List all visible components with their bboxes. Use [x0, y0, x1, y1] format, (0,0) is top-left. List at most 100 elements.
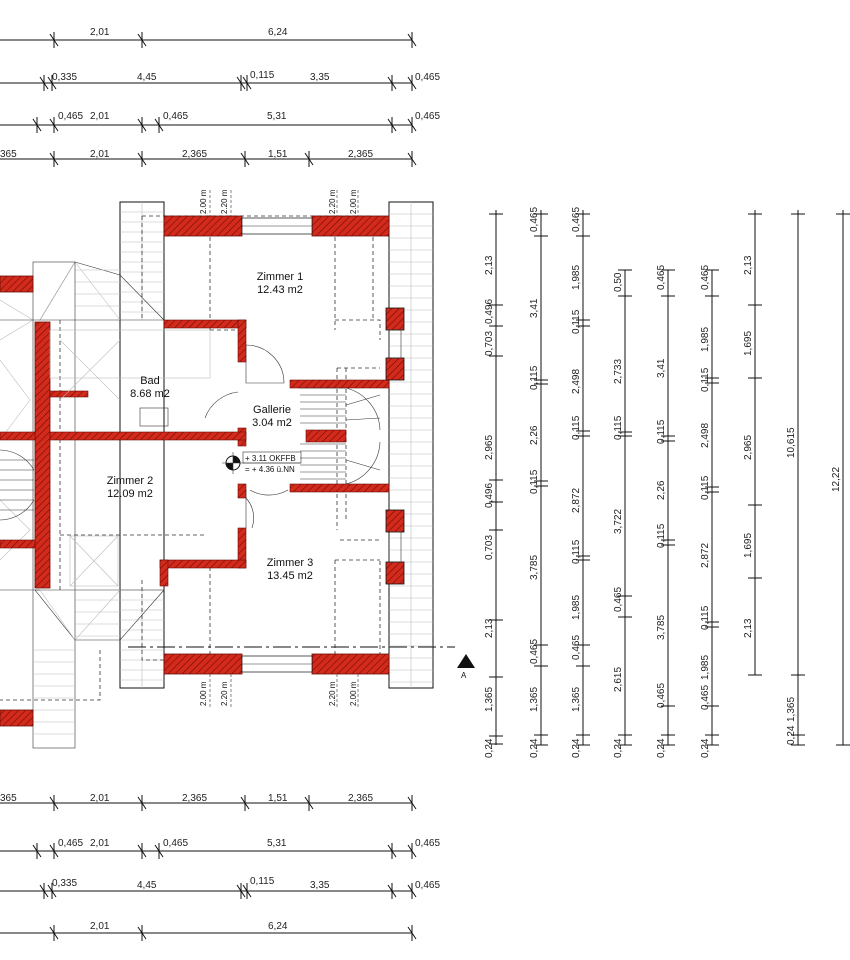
- room-name-bad: Bad: [140, 375, 160, 387]
- dim-label: 0,465: [415, 111, 440, 122]
- dim-label: 0,24: [656, 738, 667, 758]
- dim-label: 1,51: [268, 149, 288, 160]
- dim-label: 0,24: [571, 738, 582, 758]
- dim-label: 2,733: [613, 359, 624, 384]
- dim-label: 1,985: [700, 327, 711, 352]
- vertical-dimension-labels: 2,13 0,496 0,703 2,965 0,496 0,703 2,13 …: [484, 207, 842, 758]
- dim-label: 365: [0, 149, 17, 160]
- dim-label: 0,115: [571, 309, 582, 334]
- dim-label: 2,01: [90, 838, 110, 849]
- dim-label: 0,465: [415, 838, 440, 849]
- dim-label: 0,496: [484, 299, 495, 324]
- dim-label: 0,115: [700, 475, 711, 500]
- level-marker: [222, 451, 302, 474]
- dim-label: 10,615: [786, 427, 797, 458]
- dim-label: 0,115: [656, 523, 667, 548]
- opening-label: 2.20 m: [220, 681, 229, 706]
- dim-label: 2,965: [484, 435, 495, 460]
- dim-label: 3,722: [613, 509, 624, 534]
- dim-label: 0,465: [529, 207, 540, 232]
- dim-label: 0,465: [700, 265, 711, 290]
- dim-label: 1,695: [743, 331, 754, 356]
- dim-label: 0,115: [700, 367, 711, 392]
- dim-label: 2,872: [571, 488, 582, 513]
- room-area-gallerie: 3.04 m2: [252, 417, 292, 429]
- room-area-zimmer-3: 13.45 m2: [267, 570, 313, 582]
- dim-label: 0,465: [656, 683, 667, 708]
- dim-label: 0,465: [163, 111, 188, 122]
- dim-label: 0,115: [656, 419, 667, 444]
- dim-label: 2,498: [700, 423, 711, 448]
- dim-label: 1,985: [571, 595, 582, 620]
- dim-label: 0,465: [656, 265, 667, 290]
- dim-label: 2,01: [90, 111, 110, 122]
- opening-label: 2.00 m: [199, 189, 208, 214]
- dim-label: 2,26: [529, 425, 540, 445]
- vertical-dimension-chains: [489, 210, 850, 746]
- stair-and-fixtures: [0, 329, 381, 587]
- dim-label: 3,785: [656, 615, 667, 640]
- dim-label: 5,31: [267, 111, 287, 122]
- dim-label: 2,965: [743, 435, 754, 460]
- opening-label: 2.20 m: [220, 189, 229, 214]
- dim-label: 0,465: [415, 880, 440, 891]
- level-marker-okffb: + 3.11 OKFFB: [245, 454, 296, 463]
- dim-label: 0,115: [700, 605, 711, 630]
- dim-label: 5,31: [267, 838, 287, 849]
- dimension-chains-bottom: [0, 795, 417, 941]
- room-area-bad: 8.68 m2: [130, 388, 170, 400]
- dim-label: 0,24: [786, 725, 797, 745]
- dim-label: 0,24: [700, 738, 711, 758]
- dim-label: 1,51: [268, 793, 288, 804]
- dim-label: 2,365: [348, 793, 373, 804]
- room-name-zimmer-2: Zimmer 2: [107, 475, 153, 487]
- dim-label: 0,115: [571, 539, 582, 564]
- dim-label: 1,365: [786, 697, 797, 722]
- dim-label: 4,45: [137, 880, 157, 891]
- opening-label: 2.20 m: [328, 189, 337, 214]
- dim-label: 1,365: [571, 687, 582, 712]
- dim-label: 2,13: [743, 255, 754, 275]
- opening-label: 2.00 m: [199, 681, 208, 706]
- room-name-zimmer-1: Zimmer 1: [257, 271, 303, 283]
- dim-label: 4,45: [137, 72, 157, 83]
- dim-label: 0,115: [250, 70, 275, 81]
- dim-label: 12,22: [831, 467, 842, 492]
- dim-label: 0,335: [52, 878, 77, 889]
- dim-label: 0,465: [58, 111, 83, 122]
- dim-label: 3,41: [656, 358, 667, 378]
- dim-label: 3,35: [310, 880, 330, 891]
- dim-label: 0,465: [613, 587, 624, 612]
- dim-label: 2,01: [90, 793, 110, 804]
- dim-label: 0,24: [613, 738, 624, 758]
- dim-label: 6,24: [268, 27, 288, 38]
- dimension-chains-top-labels: 2,01 6,24 0,335 4,45 0,115 3,35 0,465 0,…: [0, 27, 440, 160]
- dim-label: 0,24: [484, 738, 495, 758]
- dim-label: 0,465: [571, 635, 582, 660]
- dim-label: 365: [0, 793, 17, 804]
- dim-label: 0,465: [58, 838, 83, 849]
- dim-label: 2,13: [743, 618, 754, 638]
- dim-label: 2,498: [571, 369, 582, 394]
- room-area-zimmer-1: 12.43 m2: [257, 284, 303, 296]
- dim-label: 0,465: [415, 72, 440, 83]
- dim-label: 2,365: [348, 149, 373, 160]
- room-area-zimmer-2: 12.09 m2: [107, 488, 153, 500]
- section-line-a: [128, 646, 475, 668]
- dim-label: 2,872: [700, 543, 711, 568]
- dim-label: 2,365: [182, 149, 207, 160]
- dim-label: 0,115: [571, 415, 582, 440]
- dim-label: 0,115: [529, 365, 540, 390]
- dim-label: 0,465: [700, 685, 711, 710]
- dim-label: 3,41: [529, 298, 540, 318]
- dim-label: 2,615: [613, 667, 624, 692]
- dim-label: 0,115: [613, 415, 624, 440]
- dim-label: 0,465: [529, 639, 540, 664]
- dim-label: 0,335: [52, 72, 77, 83]
- room-name-gallerie: Gallerie: [253, 404, 291, 416]
- room-labels: Zimmer 1 12.43 m2 Bad 8.68 m2 Gallerie 3…: [107, 271, 313, 582]
- dim-label: 0,496: [484, 483, 495, 508]
- level-marker-nn: = + 4.36 ü.NN: [245, 465, 295, 474]
- dim-label: 1,985: [571, 265, 582, 290]
